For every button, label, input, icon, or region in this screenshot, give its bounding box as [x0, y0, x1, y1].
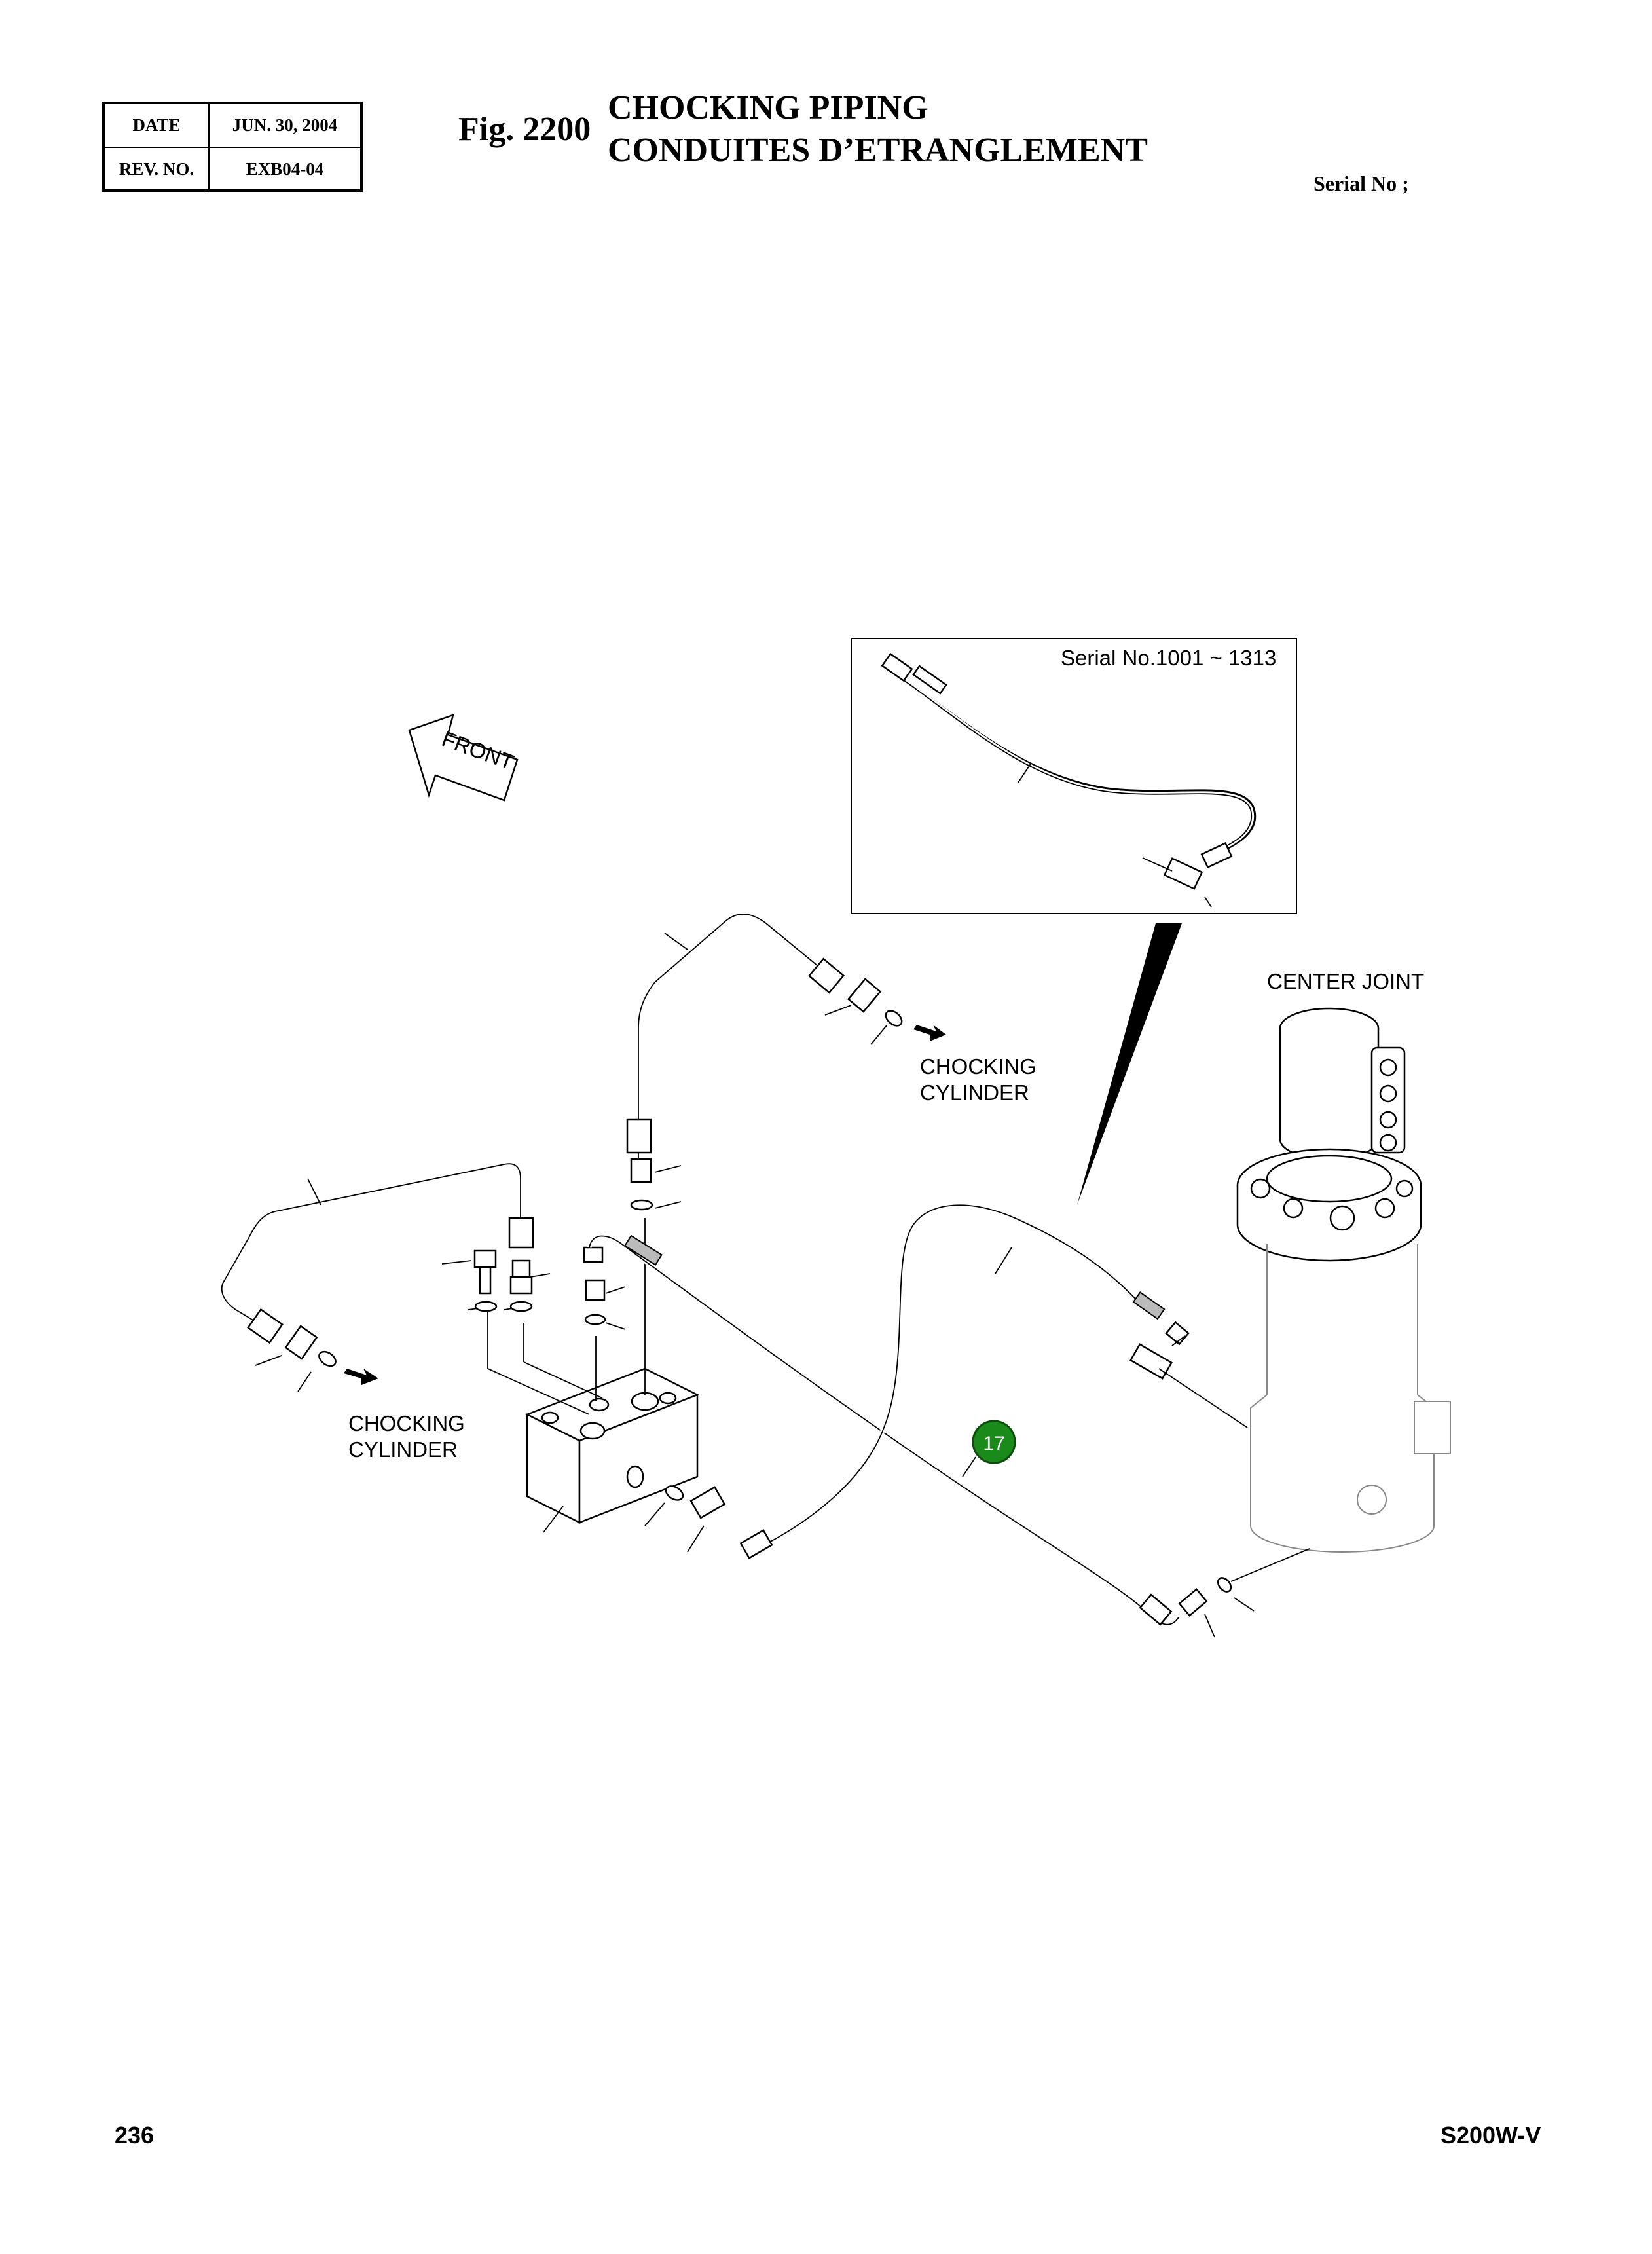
bolt-head — [473, 1249, 497, 1268]
front-direction-arrow: FRONT — [408, 714, 519, 802]
connector-center-joint-lower — [1178, 1588, 1208, 1617]
model-name: S200W-V — [1441, 2122, 1541, 2149]
serial-number-label: Serial No ; — [1313, 172, 1409, 195]
bolt-shank — [479, 1266, 492, 1295]
o-ring-left — [318, 1350, 337, 1367]
upper-pipe-nut-lower — [626, 1118, 652, 1154]
date-value: JUN. 30, 2004 — [232, 115, 338, 135]
inset-tee-fitting — [1163, 857, 1203, 890]
figure-number: Fig. 2200 — [458, 111, 591, 148]
elbow-fitting — [583, 1246, 604, 1263]
inset-pointer — [1077, 923, 1182, 1205]
long-hose-upper — [739, 1202, 1248, 1559]
arrow-to-cylinder-right — [913, 1025, 946, 1041]
center-joint-lower-body — [1250, 1394, 1435, 1553]
callout-17[interactable]: 17 — [972, 1420, 1016, 1464]
arrow-to-cylinder-left — [344, 1369, 378, 1385]
upper-pipe-nut-right — [807, 957, 845, 994]
inset-hose-end — [881, 652, 913, 682]
revision-info-table: DATE JUN. 30, 2004 REV. NO. EXB04-04 — [102, 102, 363, 192]
bolt-washer — [474, 1301, 498, 1312]
revision-value: EXB04-04 — [246, 159, 324, 179]
callout-number: 17 — [983, 1433, 1004, 1454]
connector-upper-lower — [630, 1158, 652, 1183]
date-row: DATE JUN. 30, 2004 — [105, 104, 360, 147]
o-ring-center-joint-lower — [1217, 1577, 1232, 1593]
center-joint-label: CENTER JOINT — [1267, 969, 1424, 993]
cylinder-left-label-1: CHOCKING — [348, 1411, 465, 1435]
figure-title-english: CHOCKING PIPING — [608, 89, 928, 126]
revision-row: REV. NO. EXB04-04 — [105, 147, 360, 191]
inset-hose-fitting — [1200, 841, 1233, 869]
callout-marker[interactable] — [972, 1420, 1016, 1464]
inset-frame — [851, 638, 1297, 914]
figure-title-french: CONDUITES D’ETRANGLEMENT — [608, 132, 1148, 169]
center-joint: CENTER JOINT — [1236, 969, 1451, 1553]
left-pipe-nut-bottom — [247, 1308, 284, 1344]
hose-end-front — [739, 1529, 773, 1559]
hose-end-lower — [1139, 1593, 1173, 1626]
nipple-fitting — [511, 1259, 531, 1278]
valve-block-assembly — [441, 1218, 726, 1553]
valve-block-front — [578, 1394, 699, 1524]
o-ring-upper-lower — [630, 1199, 653, 1211]
revision-label: REV. NO. — [105, 148, 210, 191]
connector-left — [284, 1325, 318, 1360]
inset-detail-box: Serial No.1001 ~ 1313 — [851, 638, 1297, 914]
inset-serial-range: Serial No.1001 ~ 1313 — [1061, 646, 1276, 670]
left-pipe-nut-top — [508, 1217, 534, 1249]
date-label: DATE — [105, 104, 210, 147]
cylinder-left-label-2: CYLINDER — [348, 1437, 458, 1462]
cylinder-right-label-2: CYLINDER — [920, 1081, 1029, 1105]
long-hose-lower — [587, 1234, 1310, 1638]
hose-crimp-upper — [623, 1234, 663, 1266]
o-ring-right — [885, 1010, 903, 1027]
upper-pipe-left: CHOCKING CYLINDER — [219, 1161, 534, 1462]
upper-pipe-right: CHOCKING CYLINDER — [626, 912, 1037, 1211]
o-ring-front — [665, 1485, 684, 1501]
hose-crimp-center-joint — [1132, 1291, 1166, 1320]
cylinder-right-label-1: CHOCKING — [920, 1054, 1037, 1079]
connector-right — [847, 978, 882, 1013]
page-number: 236 — [115, 2122, 155, 2149]
connector-front — [689, 1486, 726, 1519]
